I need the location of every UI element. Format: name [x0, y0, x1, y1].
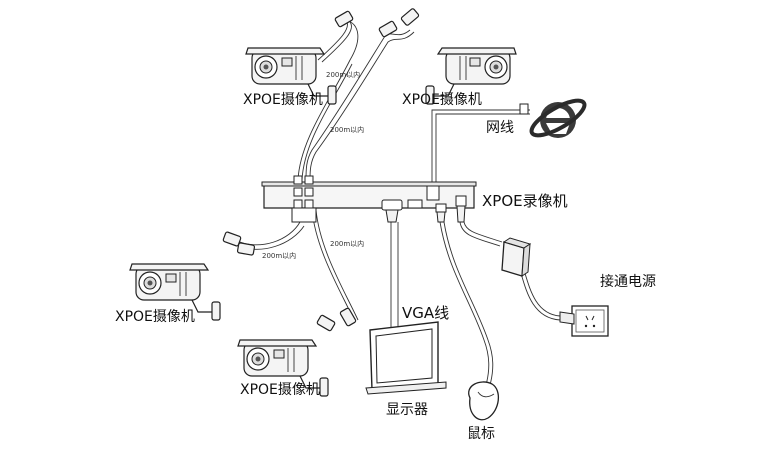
cable-top-right	[305, 29, 411, 181]
mouse-icon	[468, 381, 499, 421]
network-label: 网线	[486, 120, 514, 136]
monitor-icon	[365, 321, 447, 395]
distance-label-top-left: 200m以内	[326, 70, 360, 79]
cable-network	[431, 109, 530, 190]
cable-top-left	[297, 19, 359, 181]
power-label: 接通电源	[600, 273, 656, 290]
nvr-icon	[261, 175, 477, 223]
distance-label-bottom: 200m以内	[330, 239, 364, 248]
nvr-label: XPOE录像机	[482, 192, 568, 210]
camera-label-mid-left: XPOE摄像机	[115, 309, 195, 325]
power-adapter-icon	[501, 237, 532, 277]
camera-label-bottom: XPOE摄像机	[240, 382, 320, 398]
connector-icons	[222, 8, 420, 332]
cables	[234, 19, 561, 386]
camera-label-top-right: XPOE摄像机	[402, 92, 482, 108]
vga-label: VGA线	[402, 304, 449, 322]
ie-browser-icon	[519, 98, 587, 138]
wall-socket-icon	[559, 305, 609, 337]
camera-label-top-left: XPOE摄像机	[243, 92, 323, 108]
distance-label-top-right: 200m以内	[330, 125, 364, 134]
monitor-label: 显示器	[386, 402, 428, 418]
cable-mouse	[439, 221, 490, 386]
mouse-label: 鼠标	[467, 426, 495, 442]
distance-label-mid-left: 200m以内	[262, 251, 296, 260]
cable-power	[459, 221, 501, 247]
